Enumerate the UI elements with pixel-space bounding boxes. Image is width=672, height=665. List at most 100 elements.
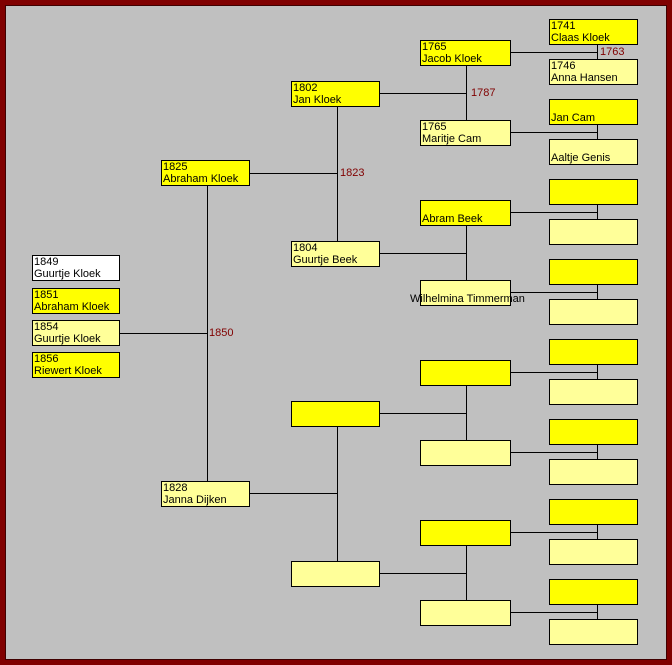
- birth-year: [422, 361, 510, 373]
- marriage-year: 1787: [471, 87, 496, 99]
- connector-line: [466, 225, 467, 280]
- birth-year: [551, 220, 637, 232]
- person-name: Abram Beek: [422, 213, 483, 225]
- connector-line: [597, 444, 598, 459]
- person-name: Wilhelmina Timmerman: [410, 293, 525, 305]
- connector-line: [249, 493, 337, 494]
- connector-line: [119, 333, 207, 334]
- person-box[interactable]: Aaltje Genis: [549, 139, 638, 165]
- birth-year: 1765: [422, 41, 447, 53]
- person-name: Jan Kloek: [293, 94, 342, 106]
- person-name: Claas Kloek: [551, 32, 610, 44]
- person-box[interactable]: [549, 539, 638, 565]
- birth-year: [551, 620, 637, 632]
- birth-year: 1825: [163, 161, 188, 173]
- birth-year: [551, 260, 637, 272]
- person-box[interactable]: [549, 179, 638, 205]
- person-box[interactable]: [420, 600, 511, 626]
- connector-line: [510, 52, 597, 53]
- person-name: Janna Dijken: [163, 494, 227, 506]
- person-box[interactable]: [420, 360, 511, 386]
- connector-line: [510, 132, 597, 133]
- birth-year: 1854: [34, 321, 59, 333]
- birth-year: [551, 180, 637, 192]
- person-box[interactable]: [549, 499, 638, 525]
- person-box[interactable]: [549, 619, 638, 645]
- connector-line: [597, 524, 598, 539]
- connector-line: [466, 385, 467, 440]
- birth-year: [551, 340, 637, 352]
- birth-year: [422, 601, 510, 613]
- connector-line: [379, 573, 466, 574]
- person-box[interactable]: [549, 259, 638, 285]
- person-name: Jacob Kloek: [422, 53, 482, 65]
- connector-line: [597, 284, 598, 299]
- person-box[interactable]: [420, 520, 511, 546]
- birth-year: [422, 521, 510, 533]
- connector-line: [510, 532, 597, 533]
- person-box[interactable]: [291, 561, 380, 587]
- connector-line: [466, 65, 467, 120]
- birth-year: [551, 540, 637, 552]
- connector-line: [510, 452, 597, 453]
- birth-year: [551, 580, 637, 592]
- person-name: Abraham Kloek: [34, 301, 110, 313]
- connector-line: [207, 185, 208, 481]
- person-box[interactable]: [549, 339, 638, 365]
- birth-year: 1802: [293, 82, 318, 94]
- connector-line: [597, 44, 598, 59]
- connector-line: [379, 93, 466, 94]
- birth-year: [551, 100, 637, 112]
- person-box[interactable]: [420, 440, 511, 466]
- person-box[interactable]: [291, 401, 380, 427]
- connector-line: [379, 413, 466, 414]
- person-name: Guurtje Beek: [293, 254, 358, 266]
- person-box[interactable]: [549, 419, 638, 445]
- birth-year: 1746: [551, 60, 576, 72]
- birth-year: 1849: [34, 256, 59, 268]
- connector-line: [337, 106, 338, 241]
- connector-line: [597, 604, 598, 619]
- person-box[interactable]: [549, 219, 638, 245]
- person-box[interactable]: [549, 299, 638, 325]
- birth-year: [551, 140, 637, 152]
- birth-year: 1856: [34, 353, 59, 365]
- person-box[interactable]: Jan Cam: [549, 99, 638, 125]
- connector-line: [510, 612, 597, 613]
- marriage-year: 1823: [340, 167, 365, 179]
- person-name: Guurtje Kloek: [34, 333, 101, 345]
- birth-year: [422, 441, 510, 453]
- birth-year: [551, 500, 637, 512]
- person-box[interactable]: [549, 459, 638, 485]
- connector-line: [466, 545, 467, 600]
- birth-year: [422, 281, 510, 293]
- person-box[interactable]: [549, 379, 638, 405]
- birth-year: [551, 420, 637, 432]
- connector-line: [510, 372, 597, 373]
- person-name: Anna Hansen: [551, 72, 618, 84]
- person-name: Riewert Kloek: [34, 365, 102, 377]
- birth-year: [551, 300, 637, 312]
- connector-line: [379, 253, 466, 254]
- person-name: Aaltje Genis: [551, 152, 611, 164]
- birth-year: 1828: [163, 482, 188, 494]
- person-box[interactable]: Abram Beek: [420, 200, 511, 226]
- person-name: Maritje Cam: [422, 133, 482, 145]
- person-box[interactable]: Wilhelmina Timmerman: [410, 280, 525, 306]
- birth-year: [293, 562, 379, 574]
- person-box[interactable]: [549, 579, 638, 605]
- connector-line: [597, 204, 598, 219]
